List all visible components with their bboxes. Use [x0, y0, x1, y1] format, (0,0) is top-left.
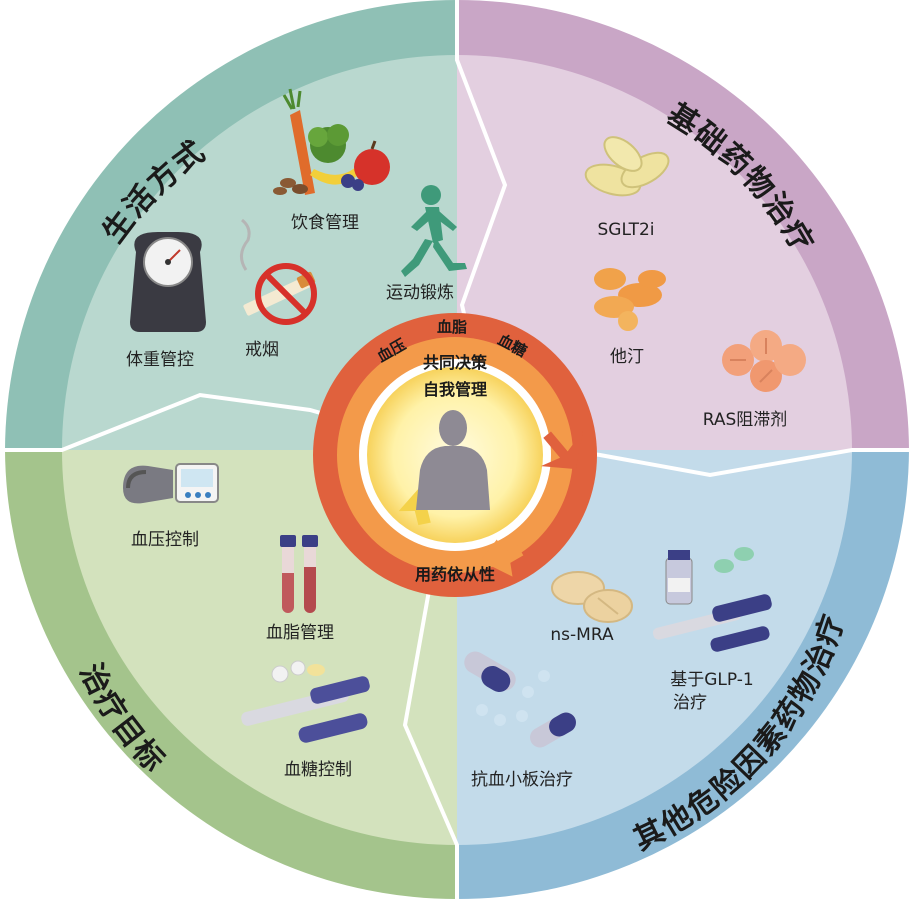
insulin-pen-icon	[241, 660, 370, 743]
capsule-icon	[464, 651, 576, 748]
weight-label: 体重管控	[126, 350, 194, 370]
runner-icon	[401, 185, 467, 277]
tablet-round-icon	[722, 330, 806, 392]
glucose-label: 血糖控制	[284, 760, 352, 780]
sglt2i-label: SGLT2i	[597, 220, 654, 240]
cycle-arrow-right	[540, 430, 583, 470]
center-lipid-label: 血脂	[437, 318, 467, 336]
blood-tube-icon	[280, 535, 318, 613]
nsmra-label: ns-MRA	[550, 625, 614, 645]
smoke-label: 戒烟	[245, 340, 279, 360]
lipid-label: 血脂管理	[266, 623, 334, 643]
glp1-treatment-label: 治疗	[673, 693, 707, 713]
diet-label: 饮食管理	[291, 213, 359, 233]
person-icon	[416, 410, 490, 510]
food-icon	[273, 88, 390, 195]
cycle-arrow-bottom	[480, 539, 524, 577]
antiplatelet-label: 抗血小板治疗	[471, 770, 573, 790]
pill-oval-icon	[584, 136, 670, 197]
tablet-icon	[551, 571, 633, 623]
pill-capsule-icon	[594, 268, 666, 331]
exercise-label: 运动锻炼	[386, 283, 454, 303]
scale-icon	[130, 232, 206, 332]
ras-label: RAS阻滞剂	[703, 410, 788, 430]
bp-label: 血压控制	[131, 530, 199, 550]
statin-label: 他汀	[610, 347, 644, 367]
injection-pen-icon	[652, 547, 772, 652]
glp1-label: 基于GLP-1	[670, 670, 753, 690]
no-smoking-icon	[240, 218, 317, 325]
blood-pressure-monitor-icon	[123, 463, 219, 504]
adherence-label: 用药依从性	[415, 565, 495, 584]
shared-decision-label: 共同决策	[423, 353, 488, 372]
self-management-label: 自我管理	[423, 380, 487, 399]
